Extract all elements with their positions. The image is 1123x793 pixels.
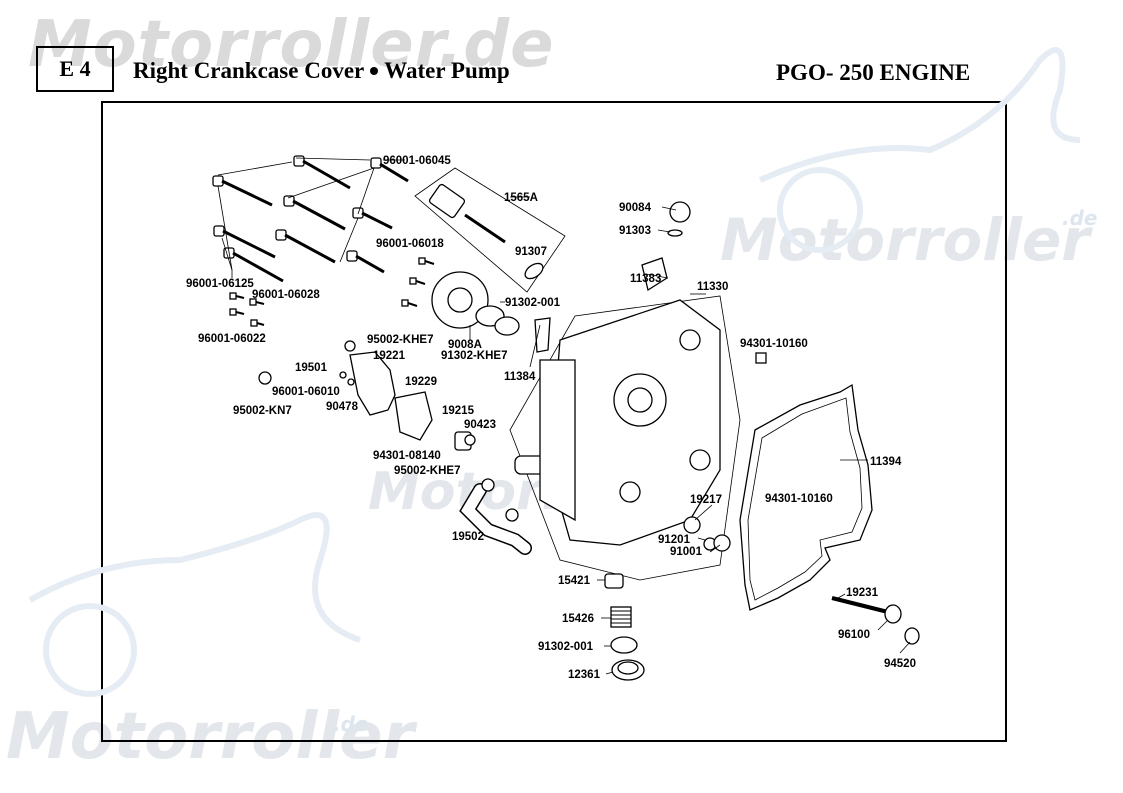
watermark-suffix-right: .de: [1062, 206, 1098, 230]
part-label: 96100: [838, 629, 870, 641]
part-label: 96001-06022: [198, 333, 266, 345]
part-label: 90423: [464, 419, 496, 431]
part-label: 96001-06028: [252, 289, 320, 301]
crankcase-gasket-icon: [739, 383, 873, 611]
part-label: 90478: [326, 401, 359, 413]
leader-lines: [217, 157, 911, 675]
part-label: 91302-001: [538, 641, 594, 653]
water-pump-shaft-icon: [831, 596, 920, 645]
part-label: 91307: [515, 246, 547, 258]
coolant-hose-19501-icon: [279, 304, 346, 376]
watermark-scooter-icon: [28, 47, 1081, 697]
part-label: 94301-10160: [740, 338, 808, 350]
part-label: 11330: [697, 281, 728, 293]
dipstick-assembly-icon: [414, 167, 566, 293]
coolant-hose-19502-icon: [459, 483, 532, 555]
part-label: 19501: [295, 362, 328, 374]
water-pump-cover-icon: [431, 271, 520, 336]
part-label: 96001-06010: [272, 386, 340, 398]
part-label: 12361: [568, 669, 601, 681]
title-part2: Water Pump: [384, 58, 510, 83]
watermark-bottom: Motorroller: [6, 700, 415, 774]
part-label: 94301-10160: [765, 493, 833, 505]
diagram-frame: [101, 101, 1007, 742]
part-label: 91001: [670, 546, 703, 558]
pump-housing-icon: [258, 340, 519, 522]
part-label: 1565A: [504, 192, 538, 204]
part-label: 91201: [658, 534, 691, 546]
part-label: 15421: [558, 575, 591, 587]
part-label: 9008A: [448, 339, 482, 351]
title-part1: Right Crankcase Cover: [133, 58, 365, 83]
part-label: 19231: [846, 587, 879, 599]
part-label: 19502: [452, 531, 484, 543]
bolt-set-icon: [212, 155, 435, 327]
part-label: 95002-KHE7: [394, 465, 460, 477]
oil-filter-parts-icon: [604, 573, 645, 681]
part-labels: 96001-06045 1565A 90084 91303 96001-0601…: [186, 155, 916, 681]
part-label: 91302-001: [505, 297, 561, 309]
part-label: 11383: [630, 273, 661, 285]
part-label: 95002-KHE7: [367, 334, 433, 346]
part-label: 11384: [504, 371, 536, 383]
part-label: 11394: [870, 456, 902, 468]
part-label: 96001-06125: [186, 278, 254, 290]
part-label: 19221: [373, 350, 406, 362]
part-label: 90084: [619, 202, 652, 214]
part-label: 91303: [619, 225, 651, 237]
part-label: 96001-06018: [376, 238, 444, 250]
part-label: 19229: [405, 376, 437, 388]
part-label: 96001-06045: [383, 155, 451, 167]
part-label: 15426: [562, 613, 594, 625]
watermark-top: Motorroller.de: [28, 8, 555, 82]
part-label: 19217: [690, 494, 722, 506]
part-label: 95002-KN7: [233, 405, 292, 417]
bullet-dot-icon: [370, 67, 379, 76]
part-label: 19215: [442, 405, 475, 417]
part-label: 94520: [884, 658, 916, 670]
crankcase-cover-icon: [509, 201, 801, 581]
part-label: 91302-KHE7: [441, 350, 507, 362]
watermark-suffix-bottom: .de: [333, 712, 369, 736]
engine-model: PGO- 250 ENGINE: [776, 60, 971, 85]
section-code-box: E 4: [36, 46, 114, 92]
section-code: E 4: [59, 56, 91, 81]
page-title: Right Crankcase Cover Water Pump: [133, 58, 510, 84]
part-label: 94301-08140: [373, 450, 441, 462]
